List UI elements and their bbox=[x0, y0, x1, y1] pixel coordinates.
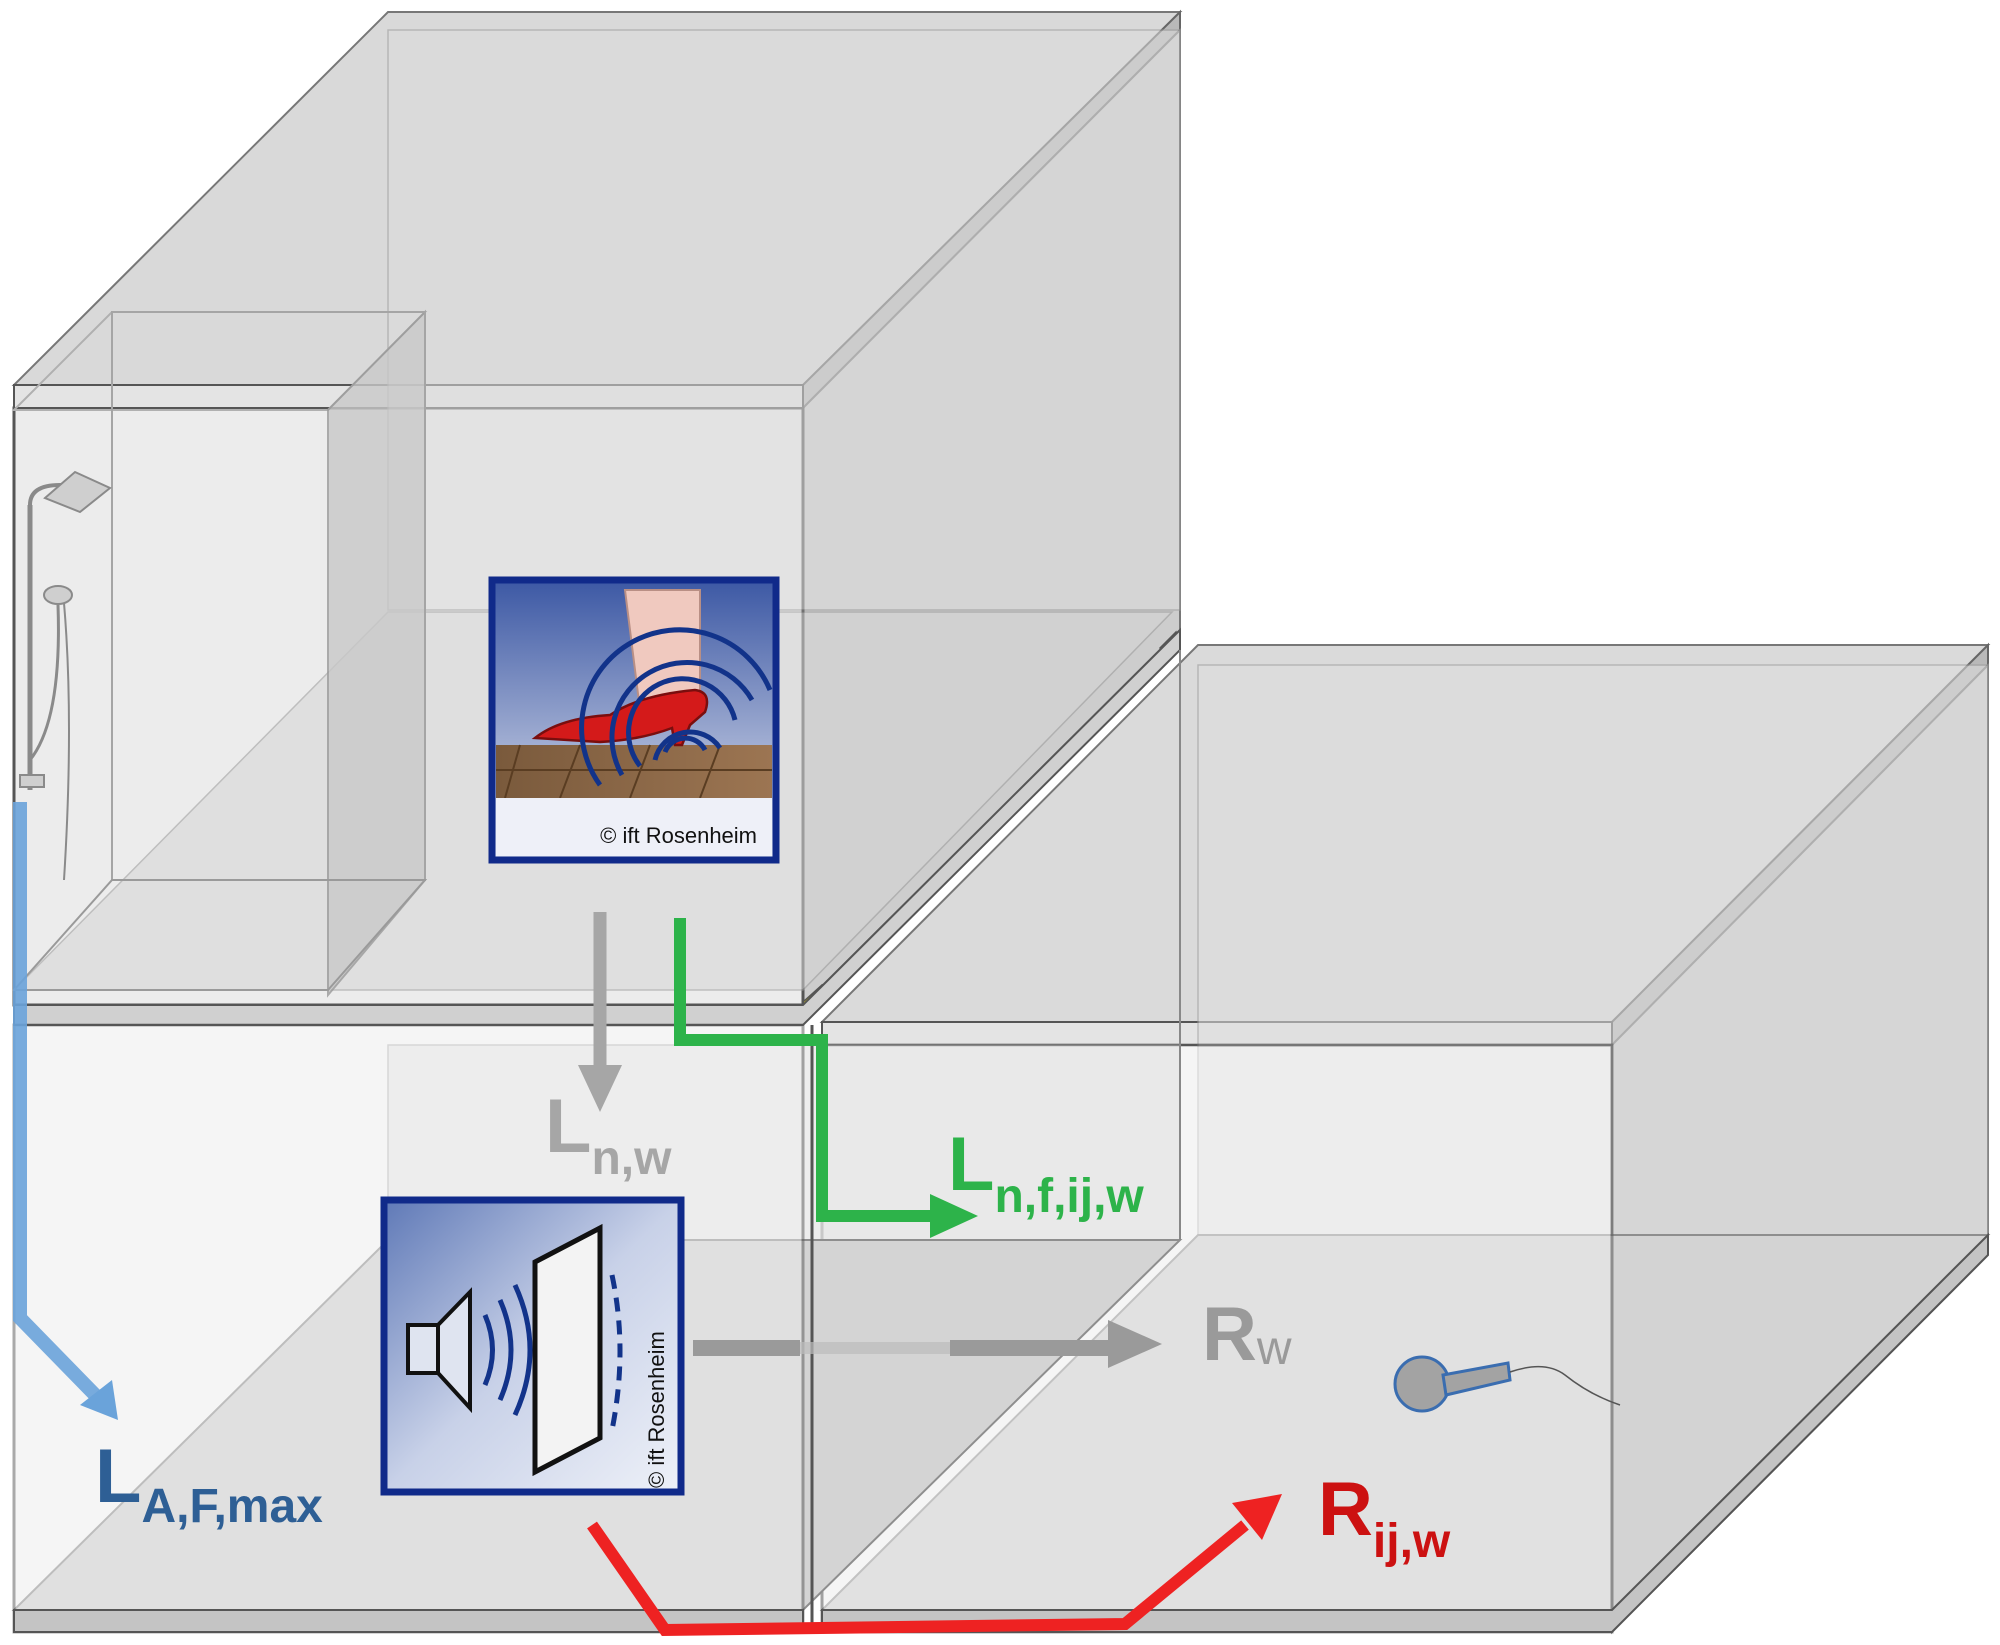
shower-icon bbox=[19, 470, 112, 881]
airborne-sound-icon: © ift Rosenheim bbox=[380, 1196, 685, 1496]
flanking-airborne-arrow bbox=[587, 1494, 1282, 1637]
impact-icon-credit: © ift Rosenheim bbox=[600, 823, 757, 848]
upper-room-back-wall bbox=[387, 29, 1181, 611]
microphone-icon bbox=[1393, 1355, 1621, 1413]
shower-tray bbox=[11, 879, 428, 991]
label-airborne-sound: Rw bbox=[1202, 1292, 1292, 1377]
service-equipment-arrow bbox=[12, 802, 118, 1420]
airborne-icon-credit: © ift Rosenheim bbox=[644, 1331, 669, 1488]
shower-enclosure-side bbox=[327, 309, 426, 998]
impact-sound-icon: © ift Rosenheim bbox=[488, 576, 780, 864]
label-impact-sound: Ln,w bbox=[545, 1084, 672, 1185]
floor-highlight bbox=[496, 798, 772, 856]
label-flanking-impact: Ln,f,ij,w bbox=[948, 1122, 1144, 1223]
impact-sound-arrow bbox=[578, 912, 622, 1112]
loudspeaker-wall-icon bbox=[406, 1223, 623, 1477]
flanking-impact-arrow bbox=[674, 918, 978, 1238]
label-service-equipment: LA,F,max bbox=[95, 1434, 323, 1533]
label-flanking-airborne: Rij,w bbox=[1318, 1467, 1451, 1568]
airborne-sound-arrow bbox=[693, 1320, 1162, 1368]
vibration-waves bbox=[579, 627, 773, 787]
